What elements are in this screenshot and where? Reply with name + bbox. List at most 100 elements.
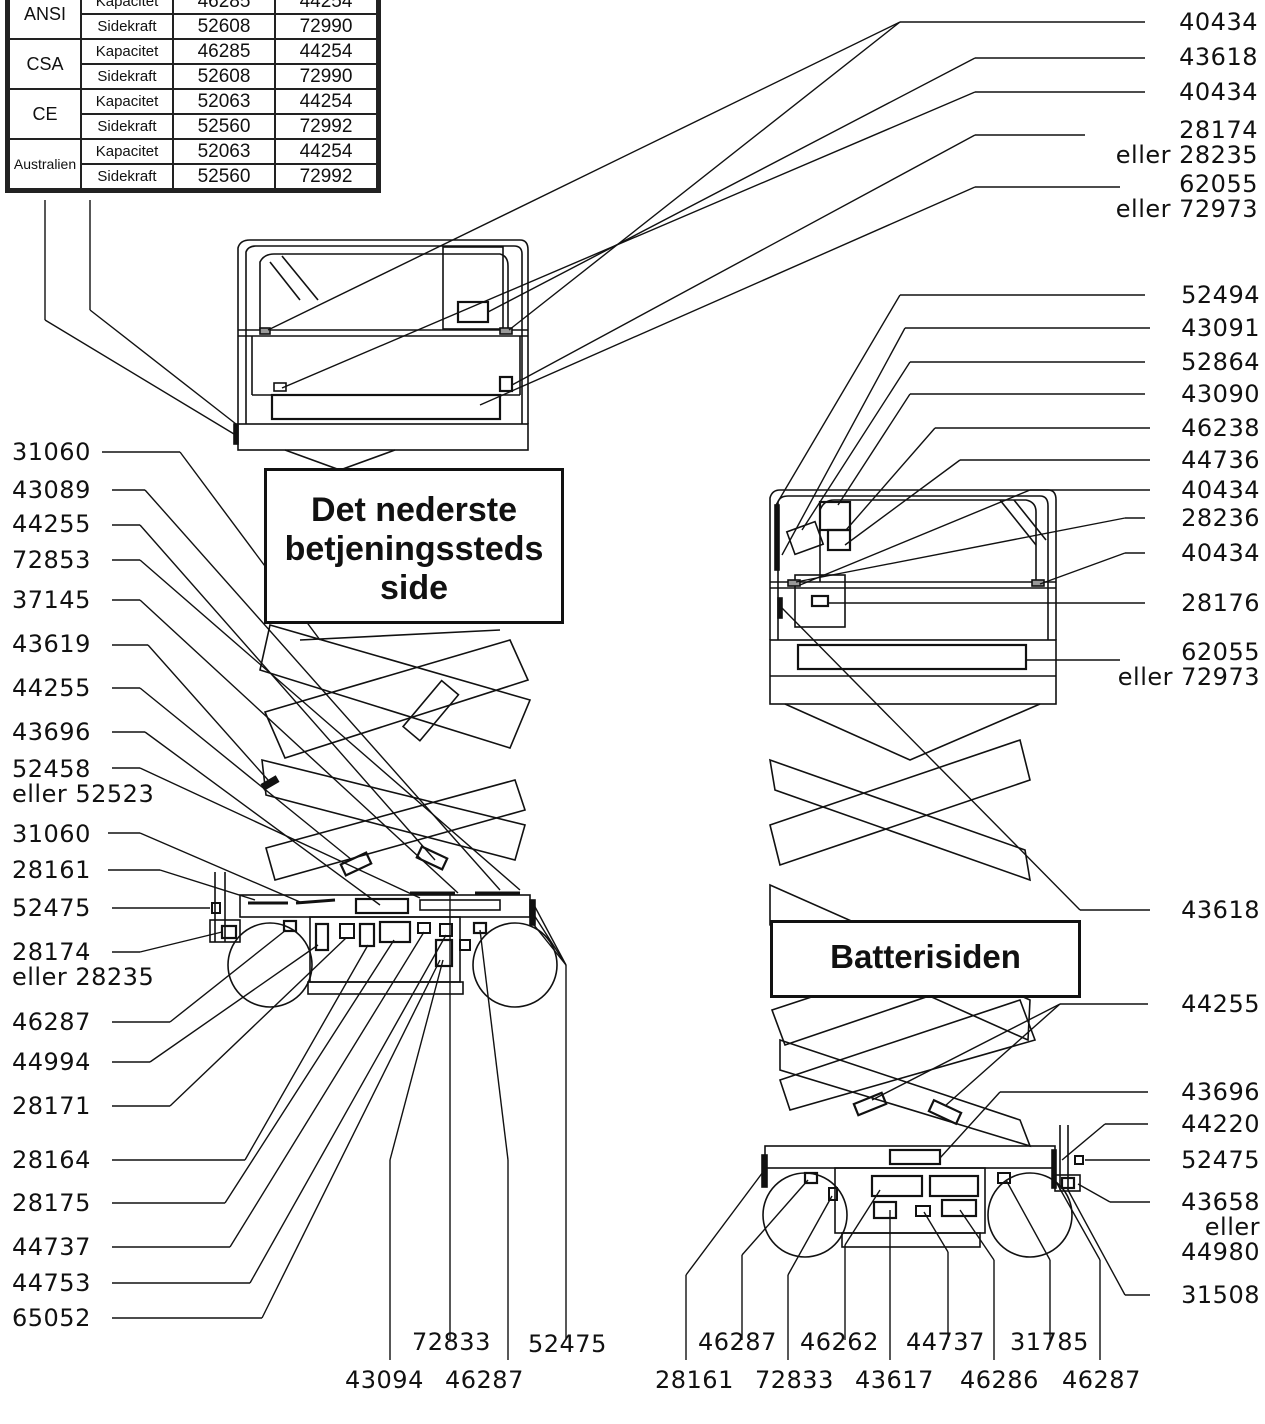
part-number-label: 52494	[1181, 281, 1260, 309]
part-number-label: 40434	[1179, 78, 1258, 106]
part-number-label: 46287	[12, 1008, 91, 1036]
spec-type: Sidekraft	[80, 163, 174, 190]
spec-value-b: 44254	[274, 138, 378, 165]
part-number-label: 46286	[960, 1366, 1039, 1394]
spec-region: Australien	[8, 138, 82, 190]
part-number-label: 43696	[1181, 1078, 1260, 1106]
spec-type: Kapacitet	[80, 138, 174, 165]
part-number-label: 44220	[1181, 1110, 1260, 1138]
part-number-label: 72833	[755, 1366, 834, 1394]
part-number-label: 40434	[1179, 8, 1258, 36]
spec-type: Kapacitet	[80, 0, 174, 15]
part-number-label: 28236	[1181, 504, 1260, 532]
spec-value-b: 44254	[274, 88, 378, 115]
part-number-label: 62055 eller 72973	[1117, 638, 1260, 691]
part-number-label: 44255	[1181, 990, 1260, 1018]
part-number-label: 44737	[12, 1233, 91, 1261]
part-number-label: 40434	[1181, 476, 1260, 504]
spec-value-a: 52063	[172, 138, 276, 165]
part-number-label: 28174 eller 28235	[1115, 116, 1258, 169]
spec-value-a: 52063	[172, 88, 276, 115]
lower-control-side-callout: Det nederste betjeningssteds side	[264, 468, 564, 624]
spec-value-a: 52560	[172, 163, 276, 190]
part-number-label: 52475	[528, 1330, 607, 1358]
spec-region: CE	[8, 88, 82, 140]
spec-value-b: 72990	[274, 63, 378, 90]
part-number-label: 52458 eller 52523	[12, 755, 155, 808]
spec-region: ANSI	[8, 0, 82, 40]
part-number-label: 44736	[1181, 446, 1260, 474]
part-number-label: 31060	[12, 438, 91, 466]
battery-side-callout: Batterisiden	[770, 920, 1081, 998]
part-number-label: 40434	[1181, 539, 1260, 567]
part-number-label: 28161	[12, 856, 91, 884]
spec-type: Sidekraft	[80, 63, 174, 90]
part-number-label: 44255	[12, 510, 91, 538]
part-number-label: 44737	[906, 1328, 985, 1356]
part-number-label: 52475	[1181, 1146, 1260, 1174]
part-number-label: 43089	[12, 476, 91, 504]
spec-value-b: 44254	[274, 38, 378, 65]
spec-value-a: 52560	[172, 113, 276, 140]
part-number-label: 46262	[800, 1328, 879, 1356]
part-number-label: 43696	[12, 718, 91, 746]
part-number-label: 43090	[1181, 380, 1260, 408]
part-number-label: 43617	[855, 1366, 934, 1394]
spec-type: Kapacitet	[80, 38, 174, 65]
part-number-label: 43094	[345, 1366, 424, 1394]
spec-type: Sidekraft	[80, 13, 174, 40]
part-number-label: 28171	[12, 1092, 91, 1120]
part-number-label: 31060	[12, 820, 91, 848]
part-number-label: 52475	[12, 894, 91, 922]
spec-value-a: 52608	[172, 13, 276, 40]
left-machine	[209, 239, 558, 1008]
part-number-label: 44255	[12, 674, 91, 702]
spec-value-a: 52608	[172, 63, 276, 90]
spec-value-b: 72992	[274, 113, 378, 140]
right-machine	[761, 489, 1084, 1258]
spec-type: Kapacitet	[80, 88, 174, 115]
part-number-label: 28175	[12, 1189, 91, 1217]
part-number-label: 28161	[655, 1366, 734, 1394]
part-number-label: 65052	[12, 1304, 91, 1332]
part-number-label: 44753	[12, 1269, 91, 1297]
part-number-label: 46287	[445, 1366, 524, 1394]
spec-type: Sidekraft	[80, 113, 174, 140]
part-number-label: 62055 eller 72973	[1115, 170, 1258, 223]
part-number-label: 46238	[1181, 414, 1260, 442]
part-number-label: 43619	[12, 630, 91, 658]
spec-value-a: 46285	[172, 0, 276, 15]
part-number-label: 46287	[698, 1328, 777, 1356]
lower-control-side-title: Det nederste betjeningssteds side	[284, 491, 544, 607]
battery-side-title: Batterisiden	[830, 938, 1021, 975]
spec-value-a: 46285	[172, 38, 276, 65]
part-number-label: 28174 eller 28235	[12, 938, 155, 991]
spec-region: CSA	[8, 38, 82, 90]
part-number-label: 72853	[12, 546, 91, 574]
spec-value-b: 72990	[274, 13, 378, 40]
part-number-label: 46287	[1062, 1366, 1141, 1394]
part-number-label: 72833	[412, 1328, 491, 1356]
part-number-label: 31508	[1181, 1281, 1260, 1309]
part-number-label: 43618	[1181, 896, 1260, 924]
part-number-label: 37145	[12, 586, 91, 614]
spec-value-b: 72992	[274, 163, 378, 190]
part-number-label: 43658 eller 44980	[1181, 1188, 1260, 1266]
part-number-label: 31785	[1010, 1328, 1089, 1356]
part-number-label: 28164	[12, 1146, 91, 1174]
spec-value-b: 44254	[274, 0, 378, 15]
part-number-label: 43091	[1181, 314, 1260, 342]
part-number-label: 52864	[1181, 348, 1260, 376]
part-number-label: 44994	[12, 1048, 91, 1076]
part-number-label: 28176	[1181, 589, 1260, 617]
part-number-label: 43618	[1179, 43, 1258, 71]
